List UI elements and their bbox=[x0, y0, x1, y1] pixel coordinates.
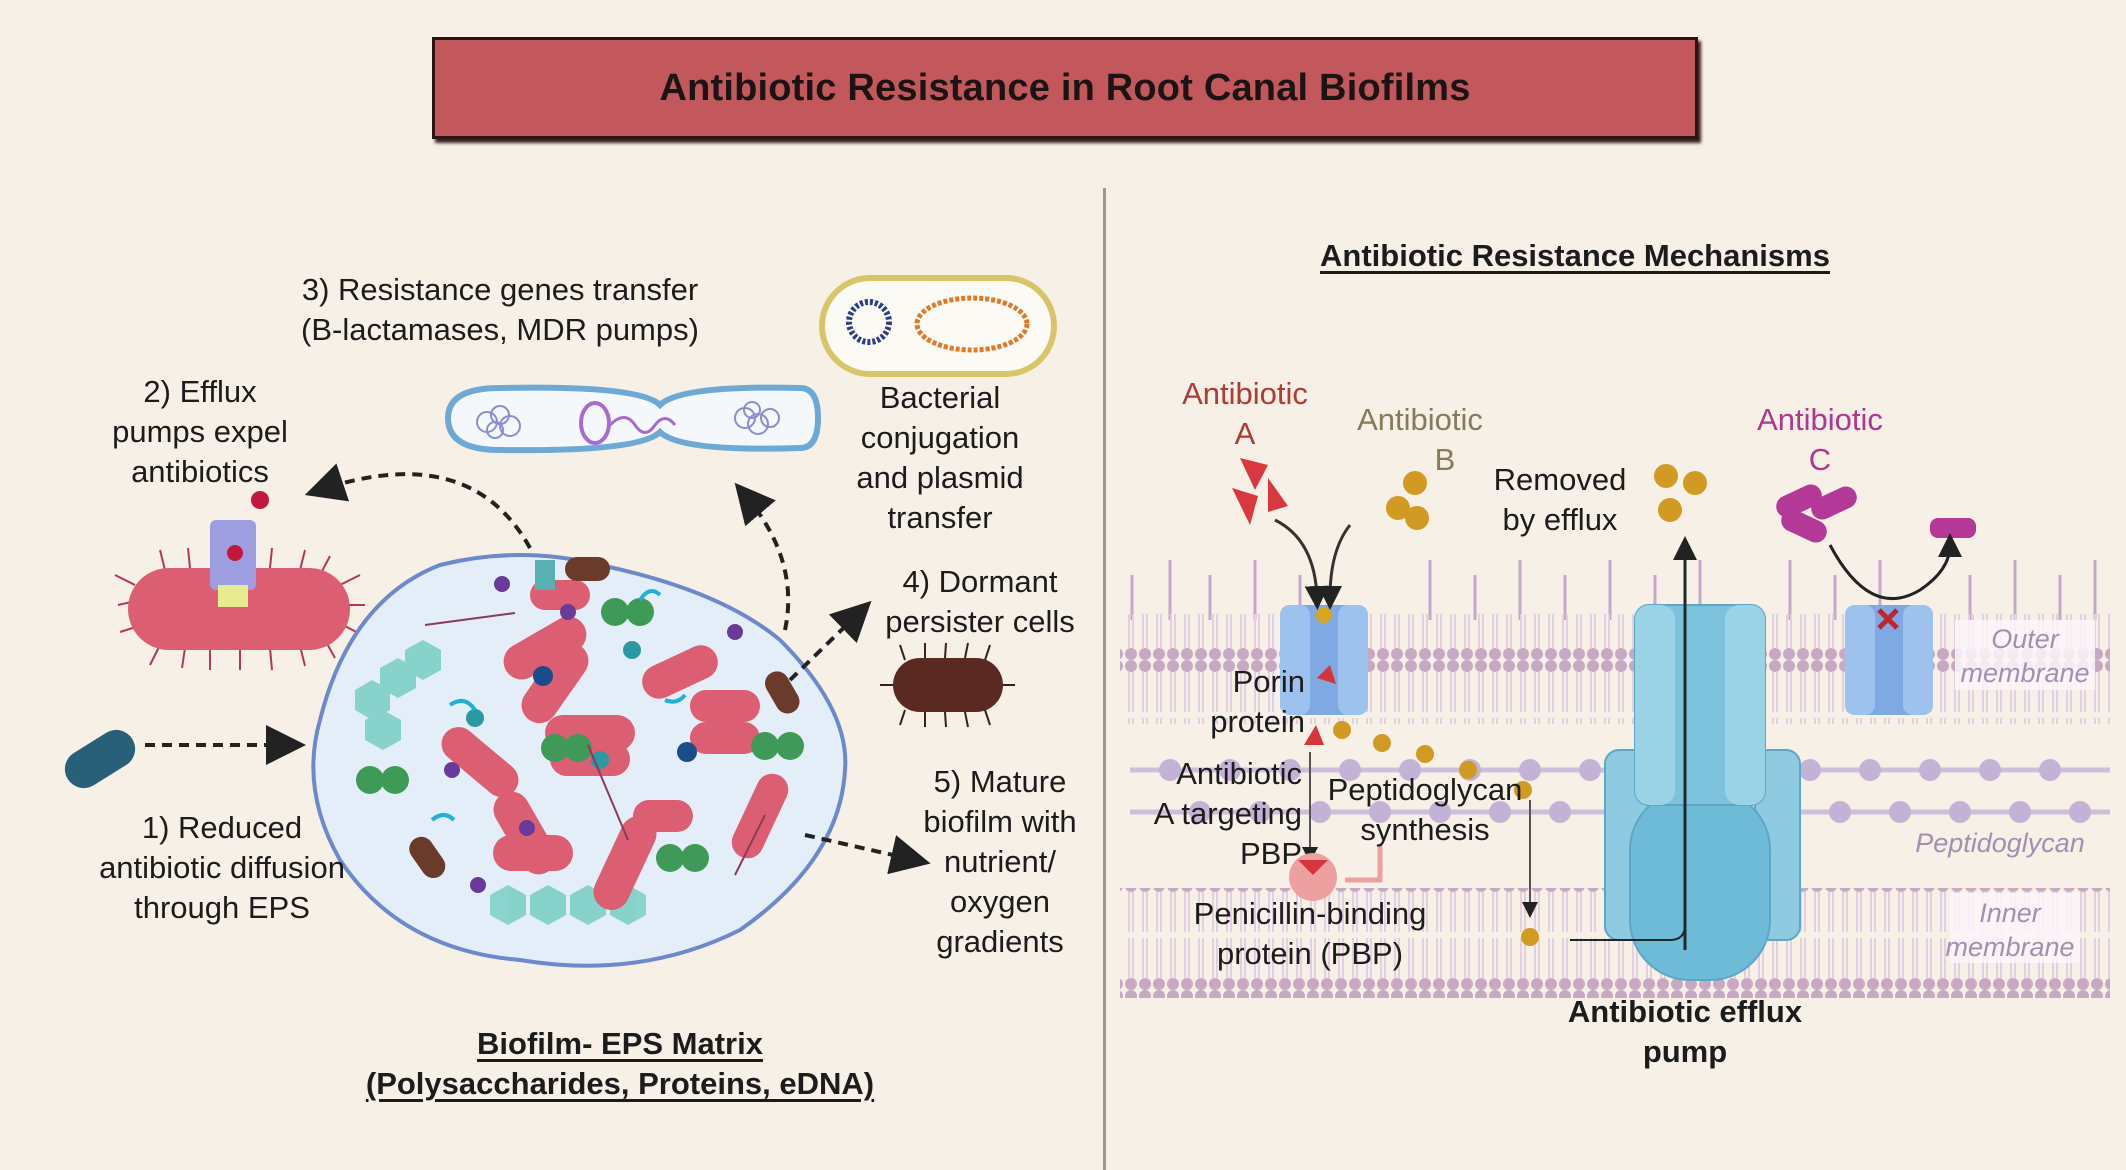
label-pbp: Penicillin-binding protein (PBP) bbox=[1193, 896, 1427, 971]
biofilm-illustration bbox=[64, 275, 1057, 968]
label-peptidoglycan-layer: Peptidoglycan bbox=[1915, 828, 2085, 858]
label-removed-by-efflux: Removed by efflux bbox=[1493, 462, 1627, 537]
synthesis-link bbox=[1345, 845, 1383, 883]
label-peptidoglycan-synthesis: Peptidoglycan synthesis bbox=[1327, 772, 1523, 847]
process-arrows bbox=[145, 463, 931, 875]
label-antibiotic-c: Antibiotic C bbox=[1757, 402, 1883, 477]
deflection-arrow bbox=[1828, 533, 1962, 600]
antibiotic-a-inside-icon bbox=[1304, 725, 1324, 745]
label-outer-membrane: Outer membrane bbox=[1960, 624, 2090, 688]
lps-chains bbox=[1130, 560, 2097, 620]
transfer-arrow bbox=[734, 482, 791, 631]
porin-protein-icon bbox=[1280, 605, 1368, 715]
antibiotic-a-icon bbox=[1232, 458, 1288, 525]
efflux-bacterium-icon bbox=[114, 491, 365, 671]
antibiotic-c-icon bbox=[1776, 484, 1976, 543]
label-mature-biofilm: 5) Mature biofilm with nutrient/ oxygen … bbox=[923, 764, 1077, 959]
label-reduced-diffusion: 1) Reduced antibiotic diffusion through … bbox=[99, 810, 345, 925]
label-efflux: 2) Efflux pumps expel antibiotics bbox=[112, 374, 288, 489]
label-efflux-pump: Antibiotic efflux pump bbox=[1567, 994, 1803, 1069]
persister-cell-icon bbox=[880, 642, 1015, 728]
efflux-arrow bbox=[304, 463, 532, 549]
blocked-porin-icon bbox=[1845, 605, 1933, 715]
label-conjugation: Bacterial conjugation and plasmid transf… bbox=[856, 380, 1024, 535]
label-porin: Porin protein bbox=[1210, 664, 1305, 739]
biofilm-matrix-icon bbox=[311, 553, 848, 968]
efflux-pump-icon bbox=[1570, 536, 1801, 981]
antibiotic-b-icon bbox=[1386, 471, 1429, 530]
antibiotic-b-inside-icon bbox=[1333, 721, 1539, 946]
antibiotic-rod-icon bbox=[64, 729, 136, 789]
label-antibiotic-b: Antibiotic B bbox=[1357, 402, 1483, 477]
page-title: Antibiotic Resistance in Root Canal Biof… bbox=[659, 66, 1471, 109]
panel-divider bbox=[1103, 188, 1106, 1170]
membrane-illustration bbox=[1120, 458, 2110, 998]
label-targeting: Antibiotic A targeting PBP bbox=[1153, 756, 1302, 871]
mature-arrow bbox=[804, 833, 931, 875]
porin-entry-arrows bbox=[1274, 518, 1352, 610]
label-antibiotic-a: Antibiotic A bbox=[1182, 376, 1308, 451]
biofilm-caption: Biofilm- EPS Matrix (Polysaccharides, Pr… bbox=[365, 1026, 875, 1101]
dividing-bacterium-icon bbox=[444, 384, 822, 454]
label-inner-membrane: Inner membrane bbox=[1945, 898, 2075, 962]
mechanisms-heading: Antibiotic Resistance Mechanisms bbox=[1320, 238, 1830, 273]
blocked-x-icon bbox=[1877, 608, 1899, 630]
removed-antibiotic-icon bbox=[1654, 464, 1707, 522]
label-gene-transfer: 3) Resistance genes transfer (B-lactamas… bbox=[301, 272, 699, 347]
plasmid-bacterium-icon bbox=[819, 275, 1057, 377]
title-banner: Antibiotic Resistance in Root Canal Biof… bbox=[432, 37, 1698, 139]
pbp-icon bbox=[1289, 853, 1337, 901]
label-dormant: 4) Dormant persister cells bbox=[885, 564, 1075, 639]
